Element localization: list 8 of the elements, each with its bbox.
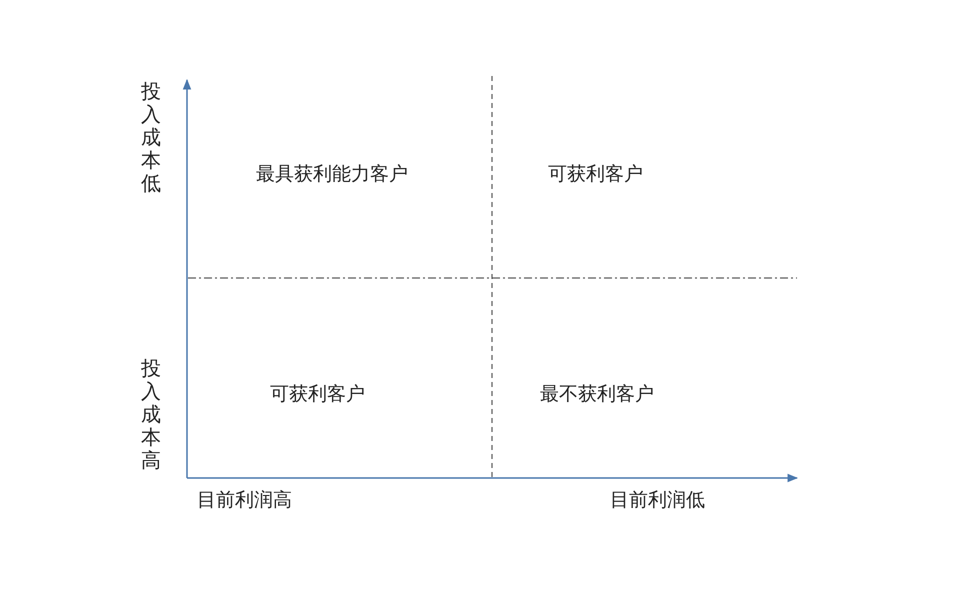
- axis-label: 投入成本高: [141, 357, 161, 472]
- quadrant-label: 可获利客户: [270, 382, 365, 406]
- axis-label: 目前利润高: [197, 488, 292, 512]
- quadrant-label: 最具获利能力客户: [256, 162, 408, 186]
- quadrant-label: 可获利客户: [548, 162, 643, 186]
- quadrant-label: 最不获利客户: [540, 382, 654, 406]
- axis-label: 目前利润低: [610, 488, 705, 512]
- axis-label: 投入成本低: [141, 80, 161, 195]
